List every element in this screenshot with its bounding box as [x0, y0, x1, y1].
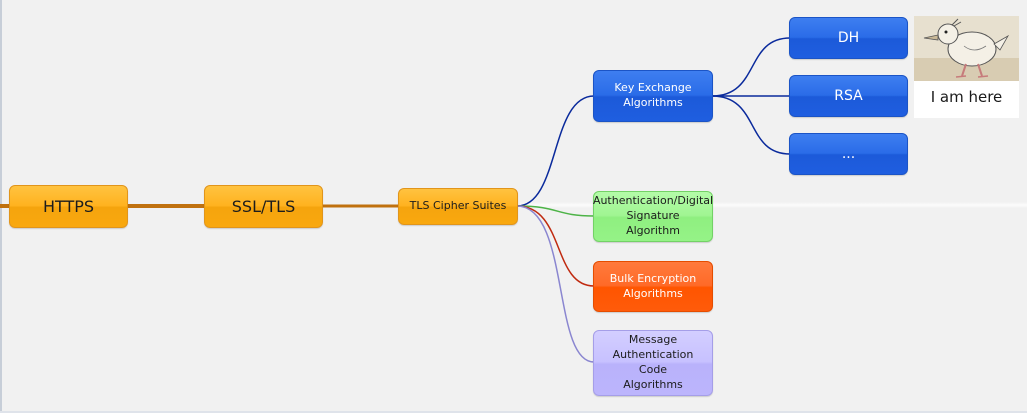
node-key-exchange-line2: Algorithms — [623, 96, 683, 109]
node-dh[interactable]: DH — [789, 17, 908, 59]
connector-cipher-bulk — [516, 205, 595, 287]
node-authentication-line1: Authentication/Digital — [592, 194, 714, 208]
node-dh-label: DH — [837, 29, 860, 46]
connector-keyexchange-more — [711, 95, 791, 155]
node-ssl-tls-label: SSL/TLS — [231, 196, 296, 216]
connector-cipher-auth — [516, 205, 595, 217]
connector-cipher-mac — [516, 205, 595, 363]
duck-illustration — [914, 16, 1019, 81]
connector-keyexchange-dh — [711, 37, 791, 97]
node-message-authentication-code[interactable]: Message Authentication Code Algorithms — [593, 330, 713, 396]
node-authentication-signature[interactable]: Authentication/Digital Signature Algorit… — [593, 191, 713, 242]
connector-cipher-keyexchange — [516, 95, 595, 207]
node-key-exchange-line1: Key Exchange — [614, 81, 692, 95]
node-bulk-encryption[interactable]: Bulk Encryption Algorithms — [593, 261, 713, 312]
node-bulk-encryption-line1: Bulk Encryption — [609, 271, 697, 285]
node-more-algorithms[interactable]: ... — [789, 133, 908, 175]
node-mac-line2: Authentication Code — [612, 348, 694, 376]
node-authentication-line2: Signature Algorithm — [626, 209, 680, 237]
node-key-exchange[interactable]: Key Exchange Algorithms — [593, 70, 713, 122]
node-rsa[interactable]: RSA — [789, 75, 908, 117]
window-bottom-edge — [0, 411, 1027, 413]
node-ssl-tls[interactable]: SSL/TLS — [204, 185, 323, 228]
node-tls-cipher-suites[interactable]: TLS Cipher Suites — [398, 188, 518, 225]
node-https[interactable]: HTTPS — [9, 185, 128, 228]
node-rsa-label: RSA — [834, 87, 863, 104]
node-tls-cipher-suites-label: TLS Cipher Suites — [409, 199, 507, 213]
node-https-label: HTTPS — [42, 196, 95, 216]
node-mac-line3: Algorithms — [623, 377, 683, 391]
selection-highlight — [520, 202, 1027, 208]
node-more-label: ... — [841, 145, 856, 162]
node-bulk-encryption-line2: Algorithms — [623, 286, 683, 300]
callout-label: I am here — [930, 88, 1003, 106]
node-mac-line1: Message — [628, 333, 678, 347]
